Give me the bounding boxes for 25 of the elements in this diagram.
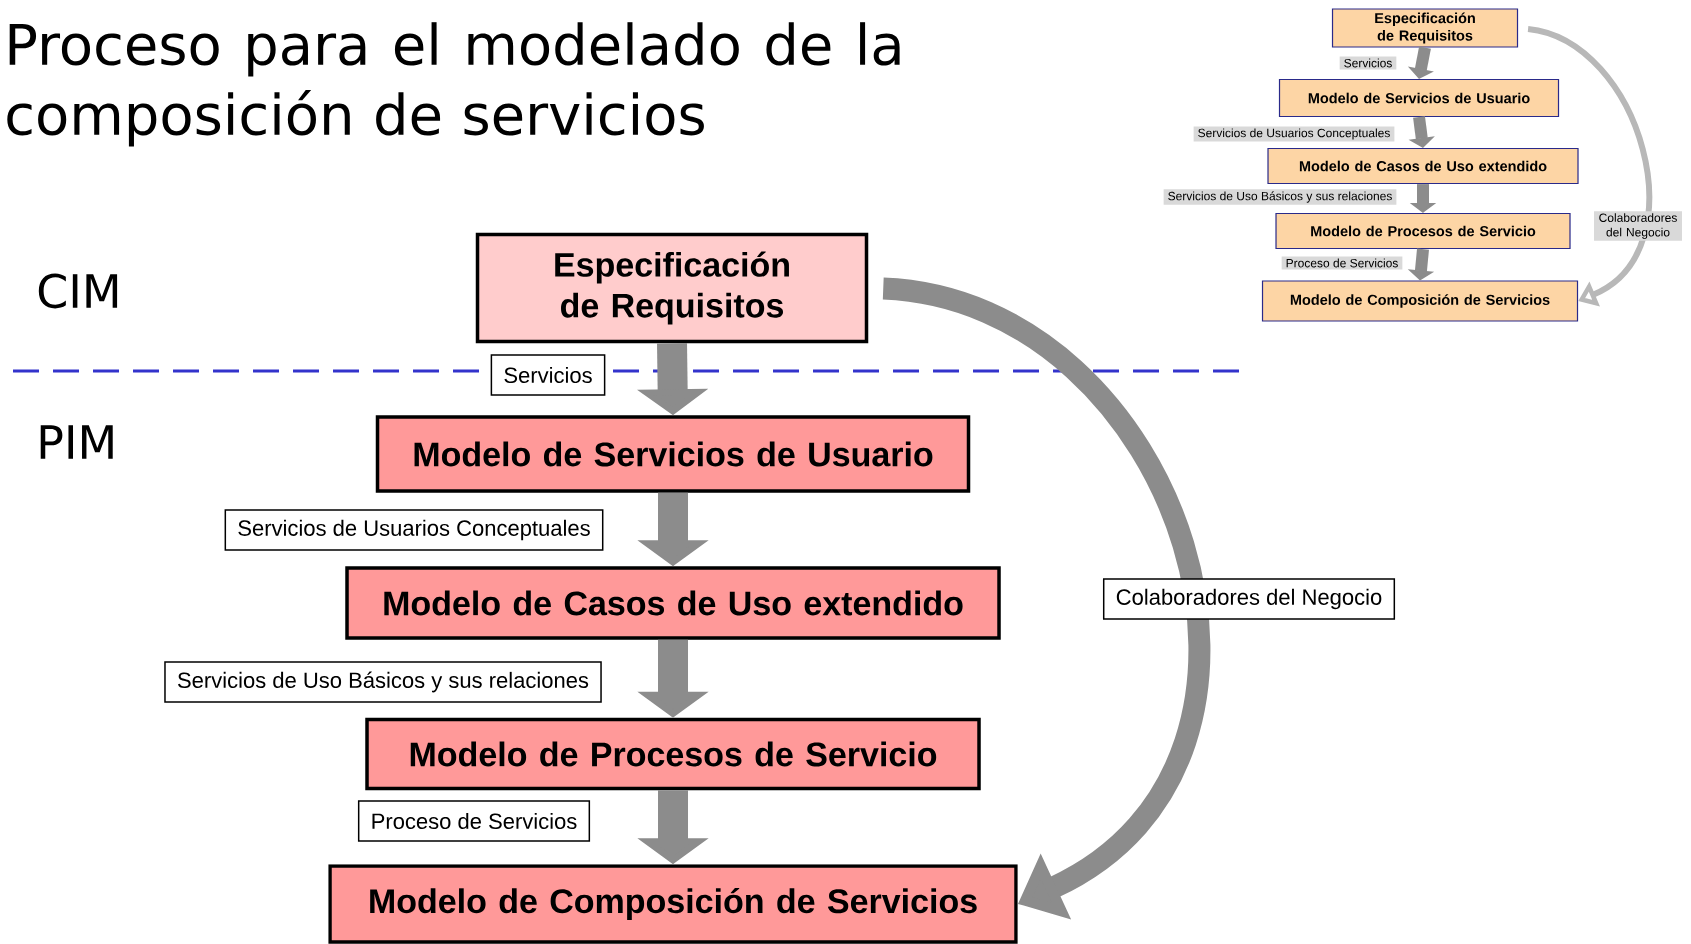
edge-label: Servicios de Uso Básicos y sus relaciones — [164, 661, 602, 703]
process-box: Modelo de Composición de Servicios — [1261, 280, 1579, 322]
edge-label: Colaboradores del Negocio — [1594, 211, 1682, 241]
edge-label: Servicios de Uso Básicos y sus relaciones — [1163, 189, 1397, 205]
process-box: Especificación de Requisitos — [1331, 8, 1519, 48]
arrow — [1527, 26, 1652, 307]
process-box: Modelo de Casos de Uso extendido — [1267, 147, 1579, 185]
process-box: Especificación de Requisitos — [475, 232, 869, 344]
process-box: Modelo de Composición de Servicios — [328, 864, 1018, 944]
title: Proceso para el modelado de la composición de servicios — [7, 22, 900, 147]
edge-label: Servicios de Usuarios Conceptuales — [1193, 126, 1395, 142]
edge-label: Proceso de Servicios — [1281, 256, 1403, 270]
edge-label: Servicios — [1339, 56, 1397, 70]
edge-label: Servicios — [490, 354, 606, 396]
edge-label: Colaboradores del Negocio — [1102, 578, 1396, 620]
level-label: PIM — [40, 425, 113, 459]
process-box: Modelo de Servicios de Usuario — [375, 415, 971, 493]
process-box: Modelo de Procesos de Servicio — [365, 717, 981, 791]
process-box: Modelo de Procesos de Servicio — [1275, 212, 1571, 250]
edge-label: Proceso de Servicios — [357, 800, 591, 842]
process-box: Modelo de Servicios de Usuario — [1278, 78, 1560, 118]
arrow — [881, 277, 1210, 920]
edge-label: Servicios de Usuarios Conceptuales — [224, 509, 604, 551]
level-label: CIM — [38, 273, 118, 309]
process-box: Modelo de Casos de Uso extendido — [345, 566, 1001, 640]
